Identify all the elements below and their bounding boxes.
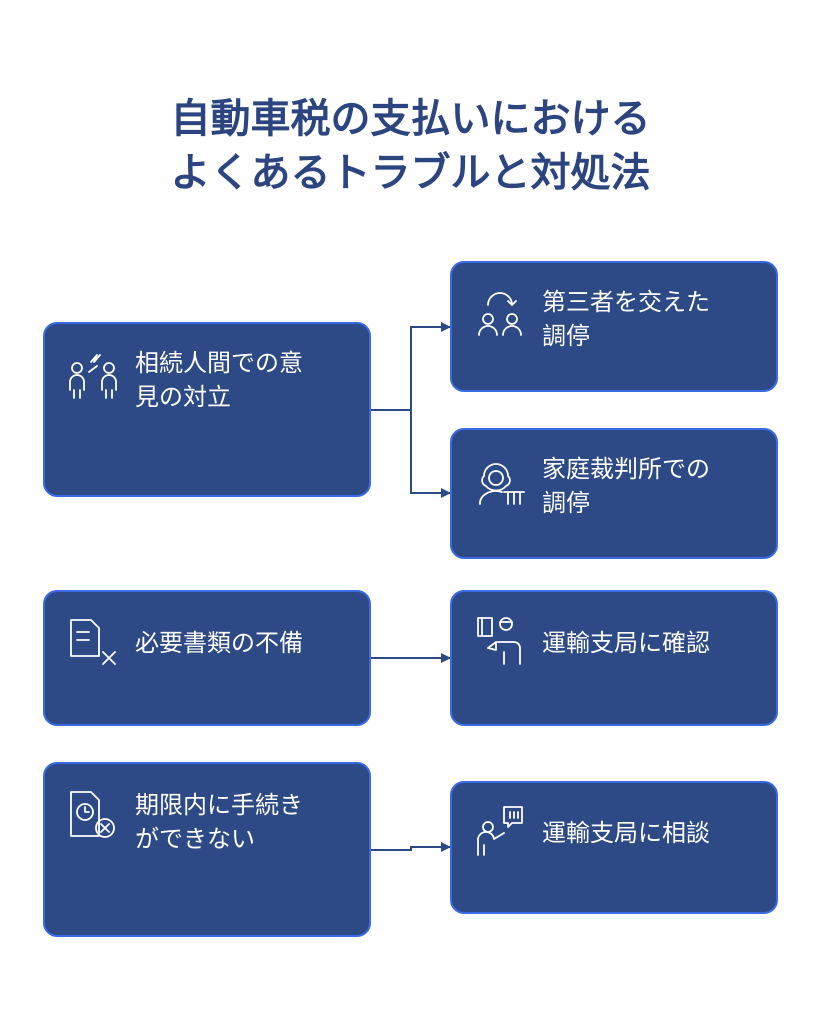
connector-problem1-to-solution1 <box>371 322 451 411</box>
problem-box-3: 期限内に手続き ができない <box>43 762 371 937</box>
solution-label-4: 運輸支局に相談 <box>542 819 710 847</box>
consultation-icon <box>474 803 530 859</box>
connector-problem3-to-solution4 <box>371 842 451 852</box>
solution-box-1: 第三者を交えた 調停 <box>450 261 778 392</box>
clock-document-x-icon <box>67 788 123 844</box>
mediation-people-icon <box>474 285 530 341</box>
connector-problem1-to-solution2 <box>410 410 451 498</box>
judge-icon <box>474 454 530 510</box>
office-clerk-icon <box>474 612 530 668</box>
document-x-icon <box>67 616 123 672</box>
problem-box-1: 相続人間での意 見の対立 <box>43 322 371 497</box>
solution-label-3: 運輸支局に確認 <box>542 629 710 657</box>
problem-label-1: 相続人間での意 見の対立 <box>135 349 303 411</box>
solution-label-2: 家庭裁判所での 調停 <box>542 455 710 517</box>
title-line-2: よくあるトラブルと対処法 <box>170 150 651 196</box>
solution-label-1: 第三者を交えた 調停 <box>542 288 710 350</box>
problem-box-2: 必要書類の不備 <box>43 590 371 726</box>
problem-label-3: 期限内に手続き ができない <box>135 791 303 853</box>
page-title: 自動車税の支払いにおける よくあるトラブルと対処法 <box>0 92 821 200</box>
problem-label-2: 必要書類の不備 <box>135 629 303 657</box>
solution-box-2: 家庭裁判所での 調停 <box>450 428 778 559</box>
conflict-people-icon <box>67 346 123 402</box>
solution-box-3: 運輸支局に確認 <box>450 590 778 726</box>
solution-box-4: 運輸支局に相談 <box>450 781 778 914</box>
title-line-1: 自動車税の支払いにおける <box>170 96 651 142</box>
